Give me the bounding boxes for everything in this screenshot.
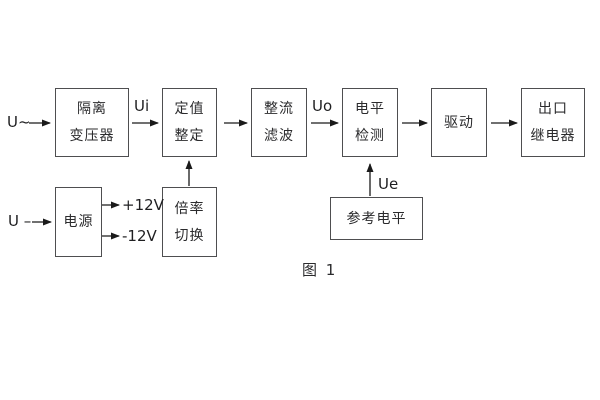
block-label: 整流 [264, 101, 294, 117]
block-label: 切换 [174, 227, 205, 244]
block-label: 参考电平 [346, 210, 407, 227]
label-ac-input: U~ [7, 113, 31, 131]
block-label: 电源 [63, 214, 94, 230]
block-label: 倍率 [174, 200, 205, 217]
block-setting-adjustment: 定值 整定 [162, 88, 217, 157]
block-label: 出口 [538, 101, 568, 117]
block-label: 隔离 [77, 101, 107, 117]
block-reference-level: 参考电平 [330, 197, 423, 240]
label-dc-input: U – [8, 212, 32, 230]
figure-caption: 图 1 [302, 261, 338, 279]
block-label: 定值 [174, 101, 205, 117]
block-rectifier-filter: 整流 滤波 [251, 88, 307, 157]
block-label: 整定 [174, 128, 205, 144]
block-output-relay: 出口 继电器 [521, 88, 585, 157]
block-isolation-transformer: 隔离 变压器 [55, 88, 129, 157]
block-label: 电平 [355, 101, 385, 117]
block-label: 检测 [355, 128, 385, 144]
label-ue: Ue [378, 175, 399, 193]
block-level-detection: 电平 检测 [342, 88, 398, 157]
block-power-supply: 电源 [55, 187, 102, 257]
block-label: 驱动 [444, 114, 474, 131]
block-label: 继电器 [530, 128, 576, 144]
block-label: 变压器 [69, 128, 115, 144]
block-driver: 驱动 [431, 88, 487, 157]
block-ratio-switch: 倍率 切换 [162, 187, 217, 257]
label-ui: Ui [134, 97, 150, 115]
label-plus-12v: +12V [122, 196, 164, 214]
block-label: 滤波 [264, 128, 294, 144]
label-minus-12v: -12V [122, 227, 157, 245]
label-uo: Uo [312, 97, 333, 115]
